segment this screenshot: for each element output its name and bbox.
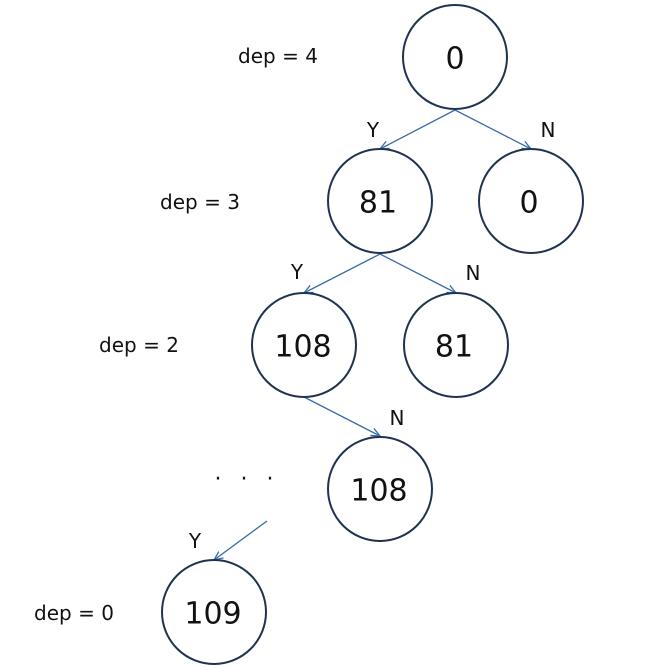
- depth-label-2: dep = 2: [99, 333, 179, 357]
- tree-node-root: 0: [402, 4, 508, 110]
- node-value: 81: [435, 330, 473, 365]
- node-value: 81: [359, 186, 397, 221]
- edge-81-to-108: [304, 253, 381, 293]
- tree-node: 0: [478, 148, 584, 254]
- tree-node: 81: [403, 292, 509, 398]
- tree-node: 109: [161, 559, 267, 665]
- node-value: 109: [184, 597, 241, 632]
- edge-108-to-108: [303, 396, 380, 436]
- depth-label-3: dep = 3: [160, 190, 240, 214]
- edge-label-n: N: [466, 261, 481, 285]
- edge-ellipsis-to-109: [214, 520, 268, 560]
- edge-label-n: N: [541, 118, 556, 142]
- node-value: 0: [445, 42, 464, 77]
- edge-81-to-81: [379, 253, 456, 293]
- depth-label-4: dep = 4: [238, 44, 318, 68]
- tree-node: 108: [327, 436, 433, 542]
- edge-root-to-81: [380, 109, 456, 149]
- node-value: 0: [519, 186, 538, 221]
- edge-label-y: Y: [366, 118, 380, 142]
- ellipsis: . . .: [215, 461, 280, 486]
- edge-label-y: Y: [290, 260, 304, 284]
- edge-root-to-0: [454, 109, 531, 149]
- tree-node: 108: [251, 292, 357, 398]
- node-value: 108: [350, 474, 407, 509]
- tree-node: 81: [327, 148, 433, 254]
- edge-label-n: N: [390, 406, 405, 430]
- depth-label-0: dep = 0: [34, 601, 114, 625]
- node-value: 108: [274, 330, 331, 365]
- edge-label-y: Y: [188, 529, 202, 553]
